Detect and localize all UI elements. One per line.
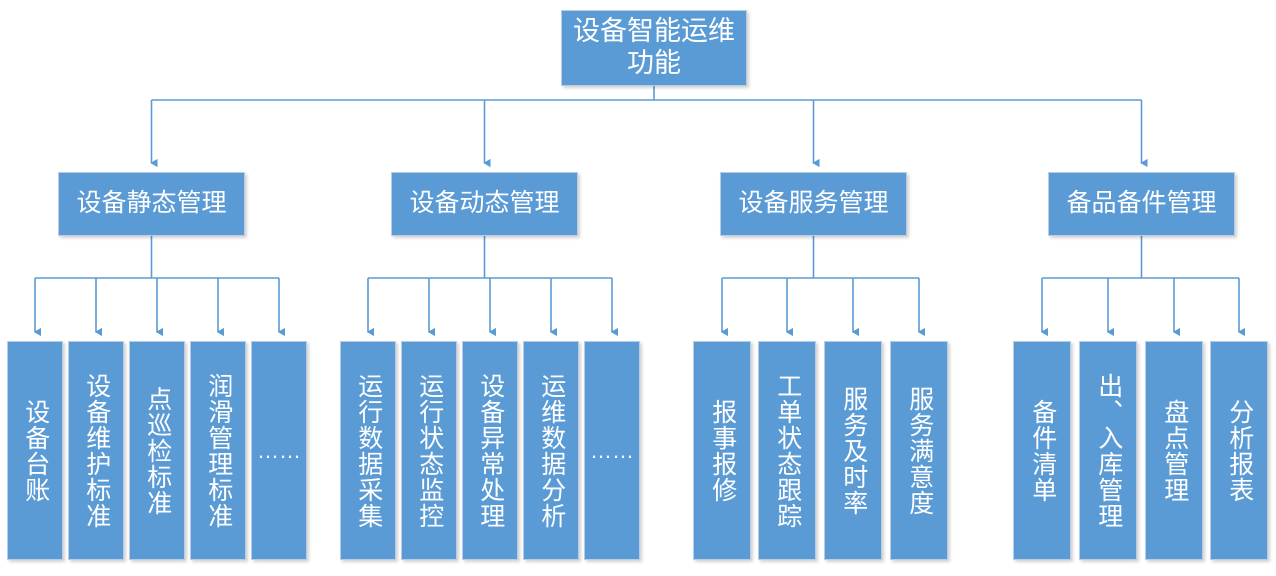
node-leaf-2-2[interactable]: 运行状态监控 <box>401 341 457 560</box>
node-branch-label: 备品备件管理 <box>1066 189 1217 218</box>
node-leaf-1-2[interactable]: 设备维护标准 <box>68 341 124 560</box>
node-leaf-label: 盘点管理 <box>1160 398 1189 503</box>
node-leaf-label: 工单状态跟踪 <box>773 372 802 529</box>
node-leaf-label: 备件清单 <box>1028 398 1057 503</box>
node-leaf-1-4[interactable]: 润滑管理标准 <box>190 341 246 560</box>
node-leaf-label: …… <box>257 437 301 463</box>
node-leaf-label: 润滑管理标准 <box>204 372 233 529</box>
node-leaf-3-2[interactable]: 工单状态跟踪 <box>758 341 816 560</box>
node-leaf-label: 运维数据分析 <box>537 372 566 529</box>
node-leaf-label: …… <box>590 437 634 463</box>
node-leaf-2-1[interactable]: 运行数据采集 <box>340 341 396 560</box>
node-leaf-label: 报事报修 <box>708 398 737 503</box>
node-leaf-label: 设备台账 <box>21 398 50 503</box>
node-leaf-1-1[interactable]: 设备台账 <box>7 341 63 560</box>
node-branch-4[interactable]: 备品备件管理 <box>1048 172 1235 236</box>
node-leaf-1-5[interactable]: …… <box>251 341 307 560</box>
node-leaf-label: 服务满意度 <box>905 385 934 516</box>
node-leaf-label: 运行状态监控 <box>415 372 444 529</box>
node-branch-label: 设备静态管理 <box>76 189 227 218</box>
node-branch-3[interactable]: 设备服务管理 <box>720 172 907 236</box>
node-branch-label: 设备服务管理 <box>738 189 889 218</box>
node-leaf-2-5[interactable]: …… <box>584 341 640 560</box>
node-leaf-3-3[interactable]: 服务及时率 <box>824 341 882 560</box>
node-branch-2[interactable]: 设备动态管理 <box>391 172 578 236</box>
node-leaf-label: 分析报表 <box>1225 398 1254 503</box>
node-leaf-label: 运行数据采集 <box>354 372 383 529</box>
node-leaf-2-4[interactable]: 运维数据分析 <box>523 341 579 560</box>
node-leaf-label: 服务及时率 <box>839 385 868 516</box>
node-branch-label: 设备动态管理 <box>409 189 560 218</box>
node-leaf-4-3[interactable]: 盘点管理 <box>1145 341 1203 560</box>
node-leaf-1-3[interactable]: 点巡检标准 <box>129 341 185 560</box>
node-leaf-label: 点巡检标准 <box>143 385 172 516</box>
node-branch-1[interactable]: 设备静态管理 <box>58 172 245 236</box>
node-leaf-4-4[interactable]: 分析报表 <box>1210 341 1268 560</box>
node-root-label: 设备智能运维功能 <box>573 16 735 78</box>
node-leaf-4-2[interactable]: 出、入库管理 <box>1079 341 1137 560</box>
node-leaf-label: 出、入库管理 <box>1094 372 1123 529</box>
node-leaf-2-3[interactable]: 设备异常处理 <box>462 341 518 560</box>
node-root[interactable]: 设备智能运维功能 <box>561 10 747 86</box>
node-leaf-4-1[interactable]: 备件清单 <box>1013 341 1071 560</box>
node-leaf-3-1[interactable]: 报事报修 <box>693 341 751 560</box>
node-leaf-label: 设备维护标准 <box>82 372 111 529</box>
node-leaf-3-4[interactable]: 服务满意度 <box>890 341 948 560</box>
node-leaf-label: 设备异常处理 <box>476 372 505 529</box>
